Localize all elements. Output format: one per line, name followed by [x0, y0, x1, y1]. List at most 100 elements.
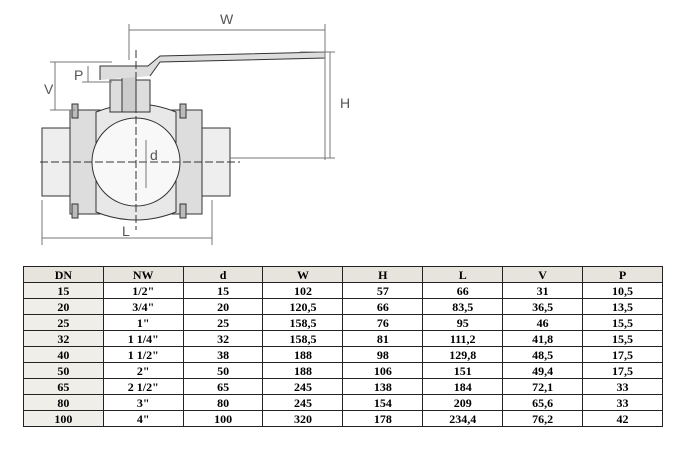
table-cell: 25 [23, 314, 104, 331]
dim-label-d: d [150, 147, 158, 163]
valve-technical-drawing: W H L V P d [40, 11, 350, 245]
table-cell: 188 [262, 346, 344, 363]
table-cell: 83,5 [422, 298, 504, 315]
table-cell: 158,5 [262, 330, 344, 347]
table-cell: 95 [422, 314, 504, 331]
table-cell: 81 [342, 330, 424, 347]
table-cell: 38 [182, 346, 264, 363]
dim-label-p: P [74, 67, 83, 83]
table-cell: 234,4 [422, 410, 504, 427]
table-cell: 138 [342, 378, 424, 395]
table-cell: 31 [502, 282, 584, 299]
column-header: P [582, 266, 663, 283]
table-cell: 1/2" [102, 282, 184, 299]
column-header: L [422, 266, 504, 283]
table-cell: 15,5 [582, 330, 663, 347]
table-cell: 2 1/2" [102, 378, 184, 395]
table-cell: 33 [582, 378, 663, 395]
table-cell: 76 [342, 314, 424, 331]
dim-label-h: H [340, 95, 350, 111]
table-cell: 1 1/4" [102, 330, 184, 347]
dimension-lines [41, 24, 335, 245]
table-cell: 42 [582, 410, 663, 427]
table-cell: 32 [23, 330, 104, 347]
table-cell: 20 [23, 298, 104, 315]
table-cell: 65 [182, 378, 264, 395]
table-cell: 2" [102, 362, 184, 379]
table-cell: 33 [582, 394, 663, 411]
table-cell: 48,5 [502, 346, 584, 363]
table-cell: 36,5 [502, 298, 584, 315]
table-cell: 3" [102, 394, 184, 411]
table-cell: 65 [23, 378, 104, 395]
table-cell: 41,8 [502, 330, 584, 347]
dim-label-v: V [44, 81, 54, 97]
table-cell: 46 [502, 314, 584, 331]
table-cell: 188 [262, 362, 344, 379]
column-header: NW [102, 266, 184, 283]
table-cell: 80 [23, 394, 104, 411]
valve-body [40, 50, 326, 230]
column-header: d [182, 266, 264, 283]
table-cell: 65,6 [502, 394, 584, 411]
table-cell: 17,5 [582, 346, 663, 363]
table-cell: 25 [182, 314, 264, 331]
table-cell: 66 [342, 298, 424, 315]
table-cell: 154 [342, 394, 424, 411]
table-cell: 32 [182, 330, 264, 347]
table-cell: 151 [422, 362, 504, 379]
table-cell: 100 [23, 410, 104, 427]
column-header: W [262, 266, 344, 283]
table-cell: 1" [102, 314, 184, 331]
table-cell: 120,5 [262, 298, 344, 315]
column-header: H [342, 266, 424, 283]
table-cell: 15 [23, 282, 104, 299]
table-cell: 184 [422, 378, 504, 395]
table-cell: 72,1 [502, 378, 584, 395]
table-cell: 245 [262, 378, 344, 395]
table-cell: 111,2 [422, 330, 504, 347]
table-cell: 76,2 [502, 410, 584, 427]
table-cell: 1 1/2" [102, 346, 184, 363]
table-cell: 102 [262, 282, 344, 299]
column-header: DN [23, 266, 104, 283]
table-cell: 13,5 [582, 298, 663, 315]
table-cell: 49,4 [502, 362, 584, 379]
table-cell: 100 [182, 410, 264, 427]
table-cell: 50 [182, 362, 264, 379]
table-cell: 129,8 [422, 346, 504, 363]
table-cell: 245 [262, 394, 344, 411]
table-cell: 106 [342, 362, 424, 379]
table-cell: 66 [422, 282, 504, 299]
dim-label-w: W [220, 11, 234, 27]
table-cell: 15,5 [582, 314, 663, 331]
table-cell: 98 [342, 346, 424, 363]
table-cell: 50 [23, 362, 104, 379]
table-cell: 15 [182, 282, 264, 299]
table-cell: 17,5 [582, 362, 663, 379]
table-cell: 10,5 [582, 282, 663, 299]
table-cell: 209 [422, 394, 504, 411]
column-header: V [502, 266, 584, 283]
table-cell: 57 [342, 282, 424, 299]
table-cell: 4" [102, 410, 184, 427]
table-cell: 178 [342, 410, 424, 427]
dim-label-l: L [122, 223, 130, 239]
table-cell: 320 [262, 410, 344, 427]
table-cell: 3/4" [102, 298, 184, 315]
table-cell: 40 [23, 346, 104, 363]
table-cell: 158,5 [262, 314, 344, 331]
table-cell: 80 [182, 394, 264, 411]
table-cell: 20 [182, 298, 264, 315]
